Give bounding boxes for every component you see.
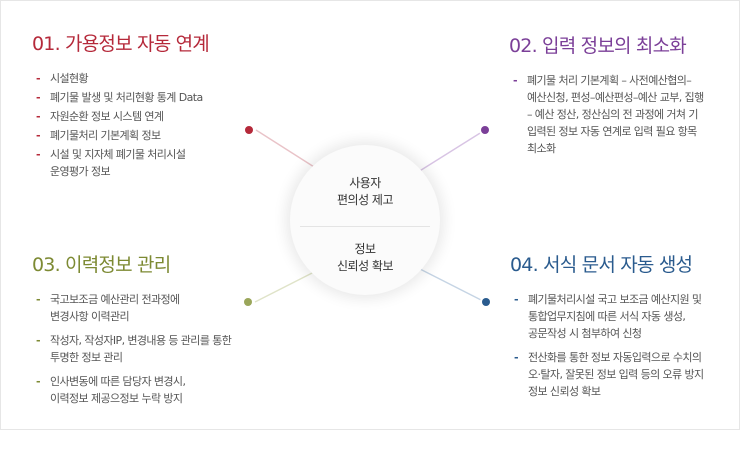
section-01: 01. 가용정보 자동 연계 -시설현황-폐기물 발생 및 처리현황 통계 Da… xyxy=(32,29,272,182)
dash-bullet-icon: - xyxy=(36,148,41,161)
list-item-line: 입력된 정보 자동 연계로 입력 필요 항목 xyxy=(527,125,697,138)
dash-bullet-icon: - xyxy=(36,110,41,123)
list-item-line: 이력정보 제공으정보 누락 방지 xyxy=(50,392,183,405)
center-bottom-line-1: 정보 xyxy=(354,242,376,256)
list-item-line: 폐기물 처리 기본계획 – 사전예산협의– xyxy=(527,74,692,87)
list-item-line: 자원순환 정보 시스템 연계 xyxy=(50,110,164,123)
list-item-line: 최소화 xyxy=(527,142,556,155)
connector-line-04 xyxy=(417,267,486,303)
list-item-line: 운영평가 정보 xyxy=(50,165,111,178)
list-item: -자원순환 정보 시스템 연계 xyxy=(32,108,272,125)
list-item-line: 예산신청, 편성–예산편성–예산 교부, 집행 xyxy=(527,91,704,104)
dash-bullet-icon: - xyxy=(36,91,41,104)
list-item-line: 투명한 정보 관리 xyxy=(50,351,123,364)
dash-bullet-icon: - xyxy=(514,293,519,306)
section-01-list: -시설현황-폐기물 발생 및 처리현황 통계 Data-자원순환 정보 시스템 … xyxy=(32,70,272,180)
bottom-strip xyxy=(0,430,740,450)
connector-dot-01 xyxy=(243,124,255,136)
connector-lines xyxy=(254,129,486,303)
section-04-title: 04. 서식 문서 자동 생성 xyxy=(510,254,693,276)
list-item-line: 폐기물처리 기본계획 정보 xyxy=(50,129,161,142)
list-item: -폐기물 처리 기본계획 – 사전예산협의– 예산신청, 편성–예산편성–예산 교… xyxy=(509,72,740,157)
connector-line-02 xyxy=(417,129,486,173)
center-top-line-2: 편의성 제고 xyxy=(336,193,394,207)
list-item-line: 오·탈자, 잘못된 정보 입력 등의 오류 방지 xyxy=(528,368,704,381)
connector-dot-04 xyxy=(480,296,492,308)
list-item-line: 폐기물 발생 및 처리현황 통계 Data xyxy=(50,91,203,104)
dash-bullet-icon: - xyxy=(513,74,518,87)
center-top-label: 사용자 편의성 제고 xyxy=(290,175,440,209)
connector-line-01 xyxy=(255,129,323,173)
list-item-line: 작성자, 작성자IP, 변경내용 등 관리를 통한 xyxy=(50,334,232,347)
center-bottom-label: 정보 신뢰성 확보 xyxy=(290,241,440,275)
list-item: -폐기물 발생 및 처리현황 통계 Data xyxy=(32,89,272,106)
dash-bullet-icon: - xyxy=(36,293,41,306)
list-item-line: 시설 및 지자체 폐기물 처리시설 xyxy=(50,148,186,161)
list-item: -폐기물처리 기본계획 정보 xyxy=(32,127,272,144)
list-item: -인사변동에 따른 담당자 변경시, 이력정보 제공으정보 누락 방지 xyxy=(32,373,292,407)
list-item-line: 정보 신뢰성 확보 xyxy=(528,385,601,398)
dash-bullet-icon: - xyxy=(514,351,519,364)
list-item-line: 국고보조금 예산관리 전과정에 xyxy=(50,293,180,306)
list-item-line: 통합업무지침에 따른 서식 자동 생성, xyxy=(528,310,686,323)
center-divider xyxy=(300,226,430,227)
list-item-line: 폐기물처리시설 국고 보조금 예산지원 및 xyxy=(528,293,702,306)
dash-bullet-icon: - xyxy=(36,72,41,85)
center-top-line-1: 사용자 xyxy=(349,176,381,190)
list-item-line: – 예산 정산, 정산심의 전 과정에 거쳐 기 xyxy=(527,108,698,121)
list-item-line: 인사변동에 따른 담당자 변경시, xyxy=(50,375,186,388)
section-01-title: 01. 가용정보 자동 연계 xyxy=(32,33,210,55)
section-02: 02. 입력 정보의 최소화 -폐기물 처리 기본계획 – 사전예산협의– 예산신… xyxy=(509,31,740,159)
connector-dot-02 xyxy=(479,124,491,136)
section-03-title: 03. 이력정보 관리 xyxy=(32,254,171,276)
connector-dot-03 xyxy=(242,296,254,308)
list-item: -시설현황 xyxy=(32,70,272,87)
list-item-line: 공문작성 시 첨부하여 신청 xyxy=(528,327,642,340)
dash-bullet-icon: - xyxy=(36,375,41,388)
list-item-line: 시설현황 xyxy=(50,72,89,85)
center-circle: 사용자 편의성 제고 정보 신뢰성 확보 xyxy=(290,145,440,295)
list-item-line: 변경사항 이력관리 xyxy=(50,310,130,323)
section-02-list: -폐기물 처리 기본계획 – 사전예산협의– 예산신청, 편성–예산편성–예산 교… xyxy=(509,72,740,157)
connector-line-03 xyxy=(254,267,323,303)
dash-bullet-icon: - xyxy=(36,129,41,142)
list-item-line: 전산화를 통한 정보 자동입력으로 수치의 xyxy=(528,351,702,364)
dash-bullet-icon: - xyxy=(36,334,41,347)
section-02-title: 02. 입력 정보의 최소화 xyxy=(509,35,687,57)
center-bottom-line-2: 신뢰성 확보 xyxy=(336,259,394,273)
